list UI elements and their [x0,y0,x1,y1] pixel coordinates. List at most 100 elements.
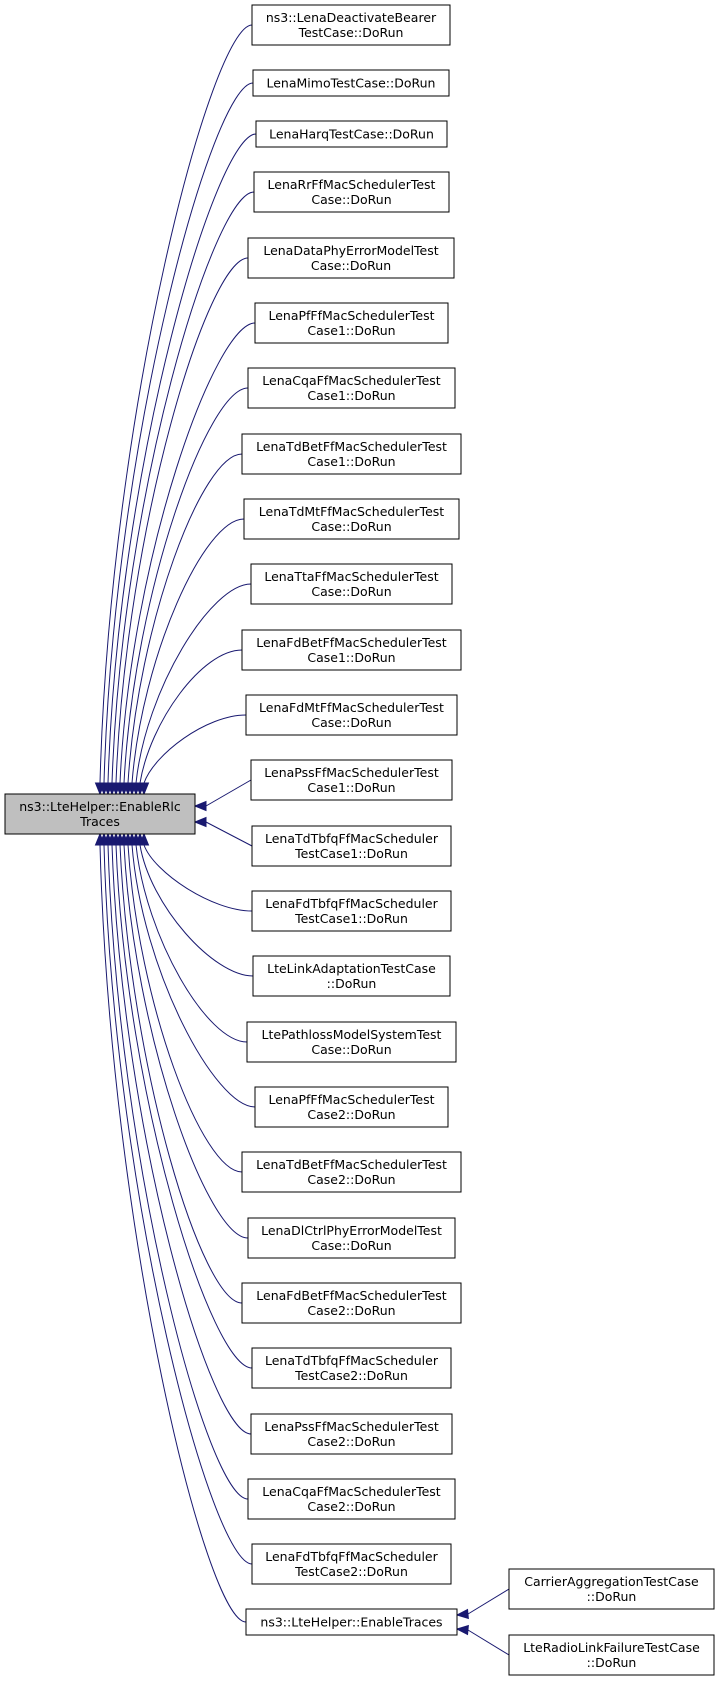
edge-caller-25 [103,844,253,1565]
caller-node-1-box [251,4,451,46]
caller-node-1-label-1: ns3::LenaDeactivateBearer [266,10,437,25]
caller-node-7-box [247,367,456,409]
edge-caller-22 [115,844,253,1369]
edge-caller-5 [115,257,249,784]
edge-caller-11 [139,649,243,784]
caller-node-22-box [251,1347,452,1389]
edge-caller-8 [127,453,243,784]
caller-node-14-box [251,825,452,867]
caller-node-8-box [241,433,462,475]
edge-caller-21 [119,844,243,1304]
caller-node-22-label-2: TestCase2::DoRun [294,1368,408,1383]
root-node-enable-rlc-traces-box [4,793,196,835]
caller-node-20-label-2: Case::DoRun [311,1238,391,1253]
caller-node-15-label-1: LenaFdTbfqFfMacScheduler [265,896,438,911]
caller-node-13-box [250,759,453,801]
caller-node-12-label-1: LenaFdMtFfMacSchedulerTest [259,700,444,715]
caller-node-2[interactable]: LenaMimoTestCase::DoRun [252,69,450,97]
caller-node-6-label-2: Case1::DoRun [307,323,395,338]
caller-node-25-label-2: TestCase2::DoRun [294,1564,408,1579]
caller-node-2-label-1: LenaMimoTestCase::DoRun [267,76,436,91]
caller-node-12-box [245,694,458,736]
caller-node-24-label-1: LenaCqaFfMacSchedulerTest [262,1484,441,1499]
caller-node-11-label-1: LenaFdBetFfMacSchedulerTest [256,635,447,650]
caller-node-13-label-2: Case1::DoRun [307,780,395,795]
edge-caller-1 [99,24,253,784]
caller-node-21-label-1: LenaFdBetFfMacSchedulerTest [256,1288,447,1303]
edge-caller-26-arrowhead [94,832,106,846]
caller-node-18-label-2: Case2::DoRun [307,1107,395,1122]
secondary-caller-node-2-box [508,1634,715,1676]
caller-node-16-label-2: ::DoRun [327,976,377,991]
secondary-caller-node-2-label-2: ::DoRun [587,1655,637,1670]
caller-node-26[interactable]: ns3::LteHelper::EnableTraces [245,1608,458,1636]
secondary-caller-node-1[interactable]: CarrierAggregationTestCase::DoRun [508,1568,715,1610]
caller-node-15-box [251,890,452,932]
caller-node-2-box [252,69,450,97]
caller-node-21-label-2: Case2::DoRun [307,1303,395,1318]
caller-node-5-label-1: LenaDataPhyErrorModelTest [263,243,438,258]
caller-node-14-label-1: LenaTdTbfqFfMacScheduler [265,831,439,846]
edge-caller-16 [139,844,254,977]
caller-node-3[interactable]: LenaHarqTestCase::DoRun [255,120,448,148]
edge-caller-10 [135,583,252,784]
caller-node-16-label-1: LteLinkAdaptationTestCase [267,961,436,976]
caller-node-17-label-1: LtePathlossModelSystemTest [262,1027,442,1042]
edge-caller-15 [143,844,253,912]
caller-node-7-label-2: Case1::DoRun [307,388,395,403]
edge-secondary-1 [467,1588,510,1615]
caller-node-18-label-1: LenaPfFfMacSchedulerTest [268,1092,434,1107]
caller-node-3-label-1: LenaHarqTestCase::DoRun [269,127,434,142]
edge-caller-13 [205,779,252,807]
edge-caller-20 [123,844,249,1239]
caller-node-23-box [250,1413,453,1455]
caller-node-16[interactable]: LteLinkAdaptationTestCase::DoRun [252,955,451,997]
caller-node-7-label-1: LenaCqaFfMacSchedulerTest [262,373,441,388]
secondary-caller-node-2[interactable]: LteRadioLinkFailureTestCase::DoRun [508,1634,715,1676]
caller-node-16-box [252,955,451,997]
caller-node-19-label-2: Case2::DoRun [307,1172,395,1187]
caller-node-9-box [243,498,460,540]
caller-node-5-label-2: Case::DoRun [311,258,391,273]
edges-layer [94,24,510,1656]
caller-node-10-label-1: LenaTtaFfMacSchedulerTest [264,569,438,584]
caller-node-11-label-2: Case1::DoRun [307,650,395,665]
caller-node-10-label-2: Case::DoRun [311,584,391,599]
caller-node-8-label-1: LenaTdBetFfMacSchedulerTest [256,439,447,454]
caller-node-21-box [241,1282,462,1324]
caller-node-24-box [247,1478,456,1520]
caller-node-6-label-1: LenaPfFfMacSchedulerTest [268,308,434,323]
secondary-caller-node-2-label-1: LteRadioLinkFailureTestCase [523,1640,700,1655]
edge-caller-12 [143,714,247,784]
root-node-enable-rlc-traces-label-1: ns3::LteHelper::EnableRlc [19,799,181,814]
caller-node-25-box [251,1543,452,1585]
caller-node-6-box [254,302,449,344]
edge-secondary-1-arrowhead [455,1608,469,1620]
caller-node-20-box [247,1217,456,1259]
edge-caller-19 [127,844,243,1173]
secondary-caller-node-1-box [508,1568,715,1610]
